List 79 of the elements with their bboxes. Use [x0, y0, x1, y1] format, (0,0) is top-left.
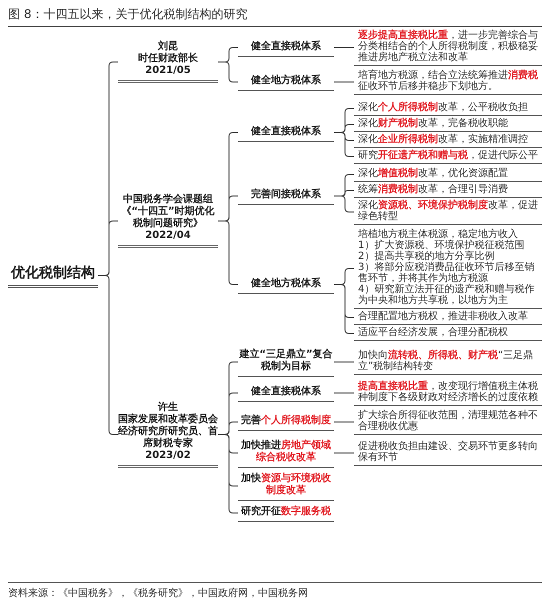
bracket-line: [334, 132, 354, 157]
entry-text: 许生: [156, 402, 179, 414]
entry-text: 2）提高共享税的地方分享比例: [358, 251, 494, 262]
entry-text: 合理配置地方税权，推进非税收入改革: [358, 311, 529, 322]
measure-entry: [354, 199, 542, 225]
entry-text: 加快向流转税、所得税、财产税“三足鼎立”税制结构转变: [358, 350, 534, 372]
entry-text: 健全直接税体系: [250, 386, 322, 398]
entry-text: 逐步提高直接税比重，进一步完善综合与分类相结合的个人所得税制度，积极稳妥推进房地产税立法和改革: [358, 30, 539, 63]
entry-text: 刘昆: [156, 41, 179, 52]
measure-entry: [354, 409, 542, 435]
category-entry: [238, 413, 334, 431]
entry-text: 2021/05: [144, 65, 192, 77]
category-entry: [238, 504, 334, 522]
entry-text: 深化个人所得税制改革，公平税收负担: [358, 102, 529, 113]
bracket-line: [218, 220, 238, 285]
entry-text: 适应平台经济发展，合理分配税权: [358, 327, 509, 338]
category-entry: [238, 73, 334, 91]
figure-title: 图 8：十四五以来，关于优化税制结构的研究: [8, 4, 542, 27]
entry-text: 建立“三足鼎立”复合税制为目标: [238, 349, 334, 373]
entry-text: 1）扩大资源税、环境保护税征税范围: [358, 240, 526, 251]
category-entry: [238, 384, 334, 402]
bracket-line: [218, 434, 238, 514]
measure-entry: [354, 228, 542, 309]
entry-text: 健全直接税体系: [250, 40, 322, 52]
entry-text: 完善个人所得税制度: [240, 415, 332, 427]
source-note: 资料来源：《中国税务》，《税务研究》，中国政府网，中国税务网: [8, 582, 542, 604]
entry-text: 统筹消费税制改革，合理引导消费: [358, 184, 509, 195]
entry-text: 扩大综合所得征收范围，清理规范各种不合理税收优惠: [358, 410, 539, 432]
entry-text: 深化财产税制改革，完备税收职能: [358, 118, 509, 129]
entry-text: 完善间接税体系: [250, 189, 322, 201]
source-entry: [118, 41, 218, 83]
topic-heading: [8, 264, 98, 288]
entry-text: 研究开征数字服务税: [240, 506, 332, 518]
measure-entry: [354, 69, 542, 95]
entry-text: 健全直接税体系: [250, 126, 322, 138]
category-entry: [238, 276, 334, 294]
bracket-line: [334, 196, 354, 212]
entry-text: 《“十四五”时期优化税制问题研究》: [120, 206, 216, 230]
entry-text: 深化企业所得税制改革，实施精准调控: [358, 134, 529, 145]
entry-text: 4）研究新立法开征的遗产税和赠与税作为中央和地方共享税，以地方为主: [358, 284, 536, 306]
measure-entry: [354, 380, 542, 406]
entry-text: 研究开征遗产税和赠与税，促进代际公平: [358, 150, 539, 161]
bracket-line: [334, 452, 354, 454]
measure-entry: [354, 133, 542, 148]
bracket-line: [334, 284, 354, 334]
entry-text: 2022/04: [144, 230, 192, 242]
measure-entry: [354, 310, 542, 325]
measure-entry: [354, 149, 542, 164]
entry-text: 健全地方税体系: [250, 278, 322, 290]
category-entry: [238, 38, 334, 56]
entry-text: 优化税制结构: [10, 264, 96, 282]
bracket-line: [98, 275, 118, 435]
entry-text: 培育地方税源，结合立法统筹推进消费税征收环节后移并稳步下划地方。: [358, 70, 539, 92]
measure-entry: [354, 117, 542, 132]
entry-text: 培植地方税主体税源，稳定地方收入: [358, 229, 519, 240]
entry-text: 深化资源税、环境保护税制度改革，促进绿色转型: [358, 200, 539, 222]
measure-entry: [354, 183, 542, 198]
category-entry: [238, 124, 334, 142]
measure-entry: [354, 326, 542, 341]
entry-text: 提高直接税比重，改变现行增值税主体税种制度下各级财政对经济增长的过度依赖: [358, 381, 539, 403]
entry-text: 国家发展和改革委员会经济研究所研究员、首席财税专家: [118, 414, 218, 450]
category-entry: [238, 187, 334, 205]
entry-text: 时任财政部长: [137, 53, 199, 65]
source-entry: [118, 402, 218, 468]
source-entry: [118, 194, 218, 248]
entry-text: 促进税收负担由建设、交易环节更多转向保有环节: [358, 441, 539, 463]
bracket-line: [334, 392, 354, 394]
entry-text: 深化增值税制改革，优化资源配置: [358, 168, 509, 179]
bracket-line: [334, 47, 354, 48]
entry-text: 3）将部分应税消费品征收环节后移至销售环节，并将其作为地方税源: [358, 262, 536, 284]
entry-text: 加快推进房地产领域综合税收改革: [240, 440, 332, 464]
entry-text: 健全地方税体系: [250, 75, 322, 87]
entry-text: 中国税务学会课题组: [122, 194, 214, 206]
entry-text: 2023/02: [144, 450, 192, 462]
measure-entry: [354, 167, 542, 182]
measure-entry: [354, 440, 542, 466]
measure-entry: [354, 349, 542, 375]
measure-entry: [354, 101, 542, 116]
entry-text: 加快资源与环境税收制度改革: [240, 473, 332, 497]
